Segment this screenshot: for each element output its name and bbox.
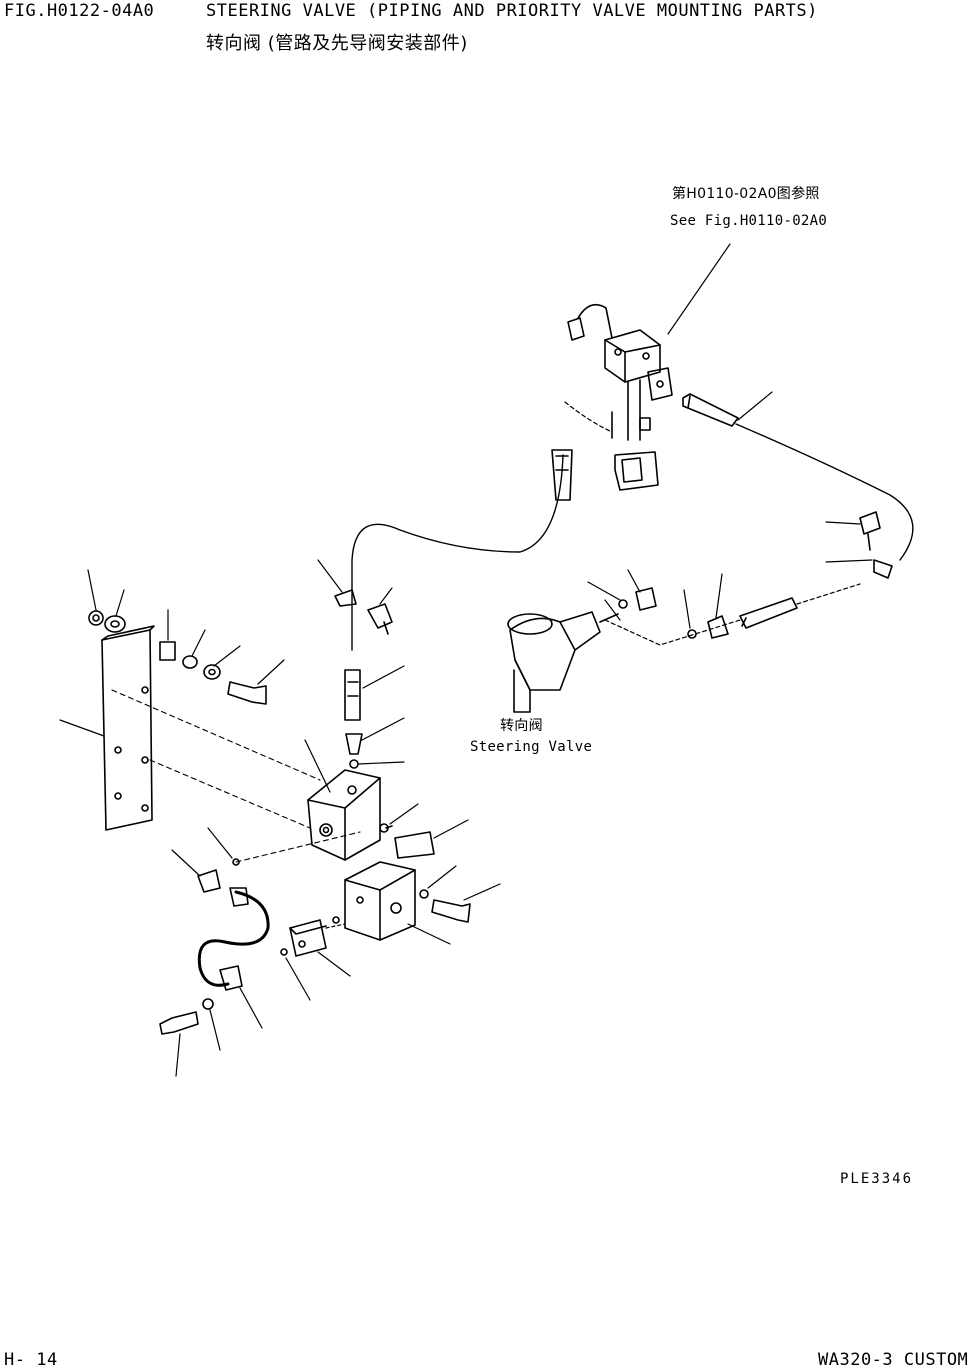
pilot-valve-block: [344, 861, 451, 945]
steering-valve-fitting: [635, 587, 657, 611]
reference-label-english: See Fig.H0110-02A0: [670, 213, 828, 229]
page-number: H- 14: [4, 1350, 58, 1370]
priority-valve-body: [304, 739, 381, 861]
steering-valve-label-english: Steering Valve: [470, 739, 593, 755]
plate-code: PLE3346: [840, 1171, 914, 1187]
steering-valve-elbow: [507, 599, 621, 713]
page-title-english: STEERING VALVE (PIPING AND PRIORITY VALV…: [206, 1, 818, 21]
priority-valve-inlet-tube: [344, 665, 405, 769]
pilot-valve-bolt: [431, 899, 471, 923]
mounting-plate: [59, 625, 155, 831]
central-flexible-hose: [351, 454, 564, 651]
page-title-chinese: 转向阀 (管路及先导阀安装部件): [206, 33, 468, 54]
reference-label-chinese: 第H0110-02A0图参照: [672, 186, 820, 202]
assembly-dashed-lines: [604, 583, 861, 646]
steering-valve-label-chinese: 转向阀: [500, 718, 543, 734]
lower-right-bolt: [859, 511, 881, 551]
priority-valve-bolt: [385, 825, 435, 859]
plate-dashed-lines: [111, 689, 321, 829]
upper-valve-assembly: [567, 243, 731, 491]
upper-dashed-hose: [564, 401, 613, 433]
pilot-hose: [197, 890, 270, 987]
machine-model: WA320-3 CUSTOM: [818, 1350, 969, 1370]
right-hose-line: [735, 423, 914, 561]
figure-code: FIG.H0122-04A0: [4, 1, 155, 21]
upper-right-hose-fitting: [682, 391, 773, 427]
